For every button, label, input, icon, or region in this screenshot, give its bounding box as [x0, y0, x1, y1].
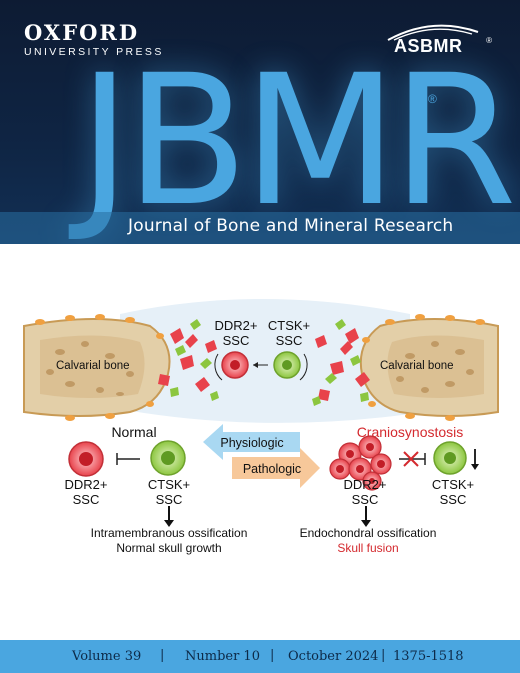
inhibit-icon [116, 453, 140, 465]
top-ctsk-label: CTSK+ [268, 318, 310, 333]
normal-outcome-2: Normal skull growth [116, 541, 221, 555]
suture-region [120, 299, 410, 423]
cranio-ddr2-ssc: SSC [352, 492, 379, 507]
normal-ddr2-ssc: SSC [73, 492, 100, 507]
right-calvarial-bone [359, 314, 499, 421]
publisher-logo: OXFORD UNIVERSITY PRESS [24, 20, 164, 58]
normal-down-arrow-icon [164, 506, 174, 527]
cover-illustration: Calvarial bone Calvarial bone [23, 299, 499, 555]
normal-ctsk-cell [150, 440, 186, 476]
pathologic-label: Pathologic [243, 462, 301, 476]
publisher-name: OXFORD [24, 20, 140, 45]
cranio-ctsk-ssc: SSC [440, 492, 467, 507]
publisher-sub: UNIVERSITY PRESS [24, 46, 164, 58]
top-ddr2-ssc: SSC [223, 333, 250, 348]
cranio-ctsk-label: CTSK+ [432, 477, 474, 492]
normal-heading: Normal [111, 424, 156, 440]
ctsk-decrease-arrow-icon [471, 449, 479, 470]
number-text: Number 10 [185, 649, 260, 664]
cover-header: OXFORD UNIVERSITY PRESS ASBMR ® JBMR ® J… [0, 0, 520, 244]
physiologic-label: Physiologic [220, 436, 283, 450]
pathologic-arrow [232, 448, 320, 488]
separator-3: | [381, 648, 386, 663]
journal-full-name: Journal of Bone and Mineral Research [128, 216, 454, 236]
normal-ctsk-label: CTSK+ [148, 477, 190, 492]
normal-ddr2-cell [68, 441, 104, 477]
left-calvarial-bone [23, 314, 171, 421]
volume-text: Volume 39 [72, 649, 142, 664]
society-logo: ASBMR ® [382, 24, 492, 56]
physiologic-arrow [203, 424, 300, 460]
cranio-outcome-1: Endochondral ossification [300, 526, 437, 540]
society-reg: ® [486, 36, 492, 45]
separator-2: | [270, 648, 275, 663]
pages-text: 1375-1518 [393, 649, 464, 664]
blocked-inhibit-icon [399, 451, 426, 467]
normal-ctsk-ssc: SSC [156, 492, 183, 507]
society-name: ASBMR [394, 36, 463, 56]
cranio-down-arrow-icon [361, 506, 371, 527]
cranio-ctsk-cell [433, 441, 467, 475]
top-ddr2-label: DDR2+ [215, 318, 258, 333]
journal-abbrev: JBMR [78, 37, 517, 244]
society-arc-icon [387, 24, 479, 41]
top-ctsk-ssc: SSC [276, 333, 303, 348]
subtitle-band [0, 212, 520, 244]
cranio-ddr2-cluster [329, 435, 392, 491]
cranio-ddr2-label: DDR2+ [344, 477, 387, 492]
separator-1: | [160, 648, 165, 663]
craniosynostosis-heading: Craniosynostosis [357, 424, 464, 440]
left-bone-label: Calvarial bone [56, 360, 130, 372]
right-bone-label: Calvarial bone [380, 360, 454, 372]
date-text: October 2024 [288, 649, 379, 664]
cranio-outcome-2: Skull fusion [337, 541, 398, 555]
suture-cells [158, 319, 370, 406]
top-ssc-cycle [214, 351, 308, 381]
journal-reg: ® [428, 92, 437, 106]
normal-ddr2-label: DDR2+ [65, 477, 108, 492]
issue-footer: Volume 39 | Number 10 | October 2024 | 1… [0, 640, 520, 673]
normal-outcome-1: Intramembranous ossification [91, 526, 248, 540]
